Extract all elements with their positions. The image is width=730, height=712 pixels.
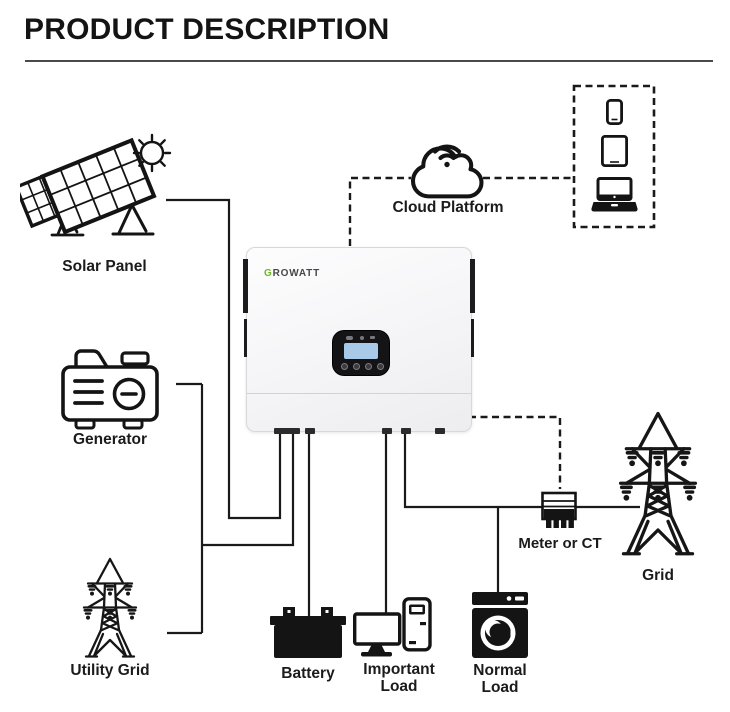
utility-grid-tower-icon — [78, 556, 142, 660]
computer-icon — [353, 597, 432, 657]
solar-panel-label: Solar Panel — [62, 258, 147, 275]
status-indicator-icon — [360, 336, 364, 340]
cable-gland — [305, 428, 315, 434]
display-button — [341, 363, 348, 370]
remote-devices-box — [574, 86, 654, 227]
status-indicator-icon — [370, 336, 375, 339]
heat-sink-fin — [244, 319, 247, 357]
heat-sink-fin — [471, 319, 474, 357]
grid-wire — [403, 431, 640, 509]
growatt-logo-g: G — [264, 268, 273, 279]
cloud-inverter-dashed-wire — [348, 176, 411, 246]
lcd-screen — [344, 343, 378, 359]
meter-dashed-wire — [469, 415, 562, 489]
solar-panel-icon — [20, 133, 172, 237]
page-title: PRODUCT DESCRIPTION — [24, 13, 390, 46]
wifi-indicator-icon — [346, 336, 353, 340]
heat-sink-fin — [470, 259, 475, 313]
normal-load-line2: Load — [481, 679, 519, 697]
devices-dashed-box — [572, 84, 656, 229]
cloud-platform-label: Cloud Platform — [392, 199, 504, 216]
meter-icon — [541, 491, 577, 528]
title-underline — [25, 60, 713, 62]
normal-load-line1: Normal — [473, 662, 527, 679]
wifi-icon — [432, 144, 462, 161]
inverter: GROWATT — [243, 247, 475, 434]
cable-gland — [401, 428, 411, 434]
sun-icon — [132, 133, 172, 173]
phone-icon — [605, 99, 623, 125]
display-button — [365, 363, 372, 370]
solar-wire — [166, 198, 282, 520]
grid-label: Grid — [642, 567, 674, 584]
washing-machine-icon — [472, 592, 528, 658]
important-load-label: Important Load — [344, 661, 454, 696]
utility-grid-label: Utility Grid — [70, 662, 150, 679]
cable-gland — [382, 428, 392, 434]
inverter-seam — [247, 393, 471, 394]
laptop-icon — [590, 177, 638, 212]
battery-icon — [270, 607, 346, 658]
heat-sink-fin — [243, 259, 248, 313]
generator-label: Generator — [72, 431, 148, 448]
tablet-icon — [600, 135, 628, 167]
front-panel — [39, 137, 157, 236]
important-load-line2: Load — [380, 678, 418, 696]
meter-label: Meter or CT — [518, 535, 602, 552]
display-button — [377, 363, 384, 370]
growatt-logo: GROWATT — [264, 268, 320, 279]
cable-gland — [435, 428, 445, 434]
generator-icon — [61, 349, 159, 430]
inverter-display-icon — [333, 331, 389, 375]
display-button — [353, 363, 360, 370]
battery-label: Battery — [281, 665, 335, 682]
generator-utility-wire — [167, 382, 295, 635]
cable-gland — [274, 428, 300, 434]
grid-tower-icon — [612, 409, 704, 559]
normal-load-label: Normal Load — [445, 662, 555, 697]
cloud-platform-icon — [410, 144, 484, 199]
important-load-line1: Important — [363, 661, 435, 678]
growatt-logo-rest: ROWATT — [272, 268, 320, 279]
